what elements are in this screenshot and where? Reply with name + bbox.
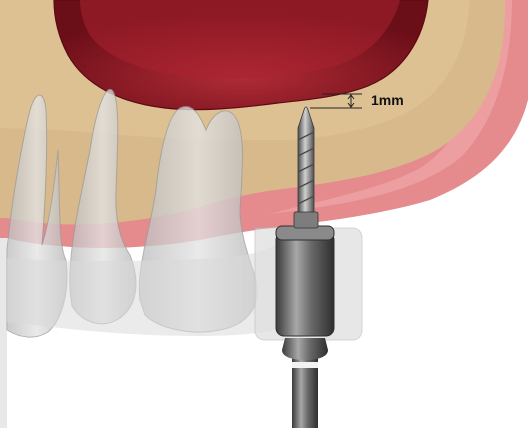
drill-bit [298, 107, 314, 226]
measurement-label: 1mm [371, 92, 404, 108]
drill-bit-collar [294, 212, 318, 228]
drill-shank-ring [292, 362, 318, 368]
drill-body [276, 232, 334, 336]
drill-collar [282, 338, 328, 360]
